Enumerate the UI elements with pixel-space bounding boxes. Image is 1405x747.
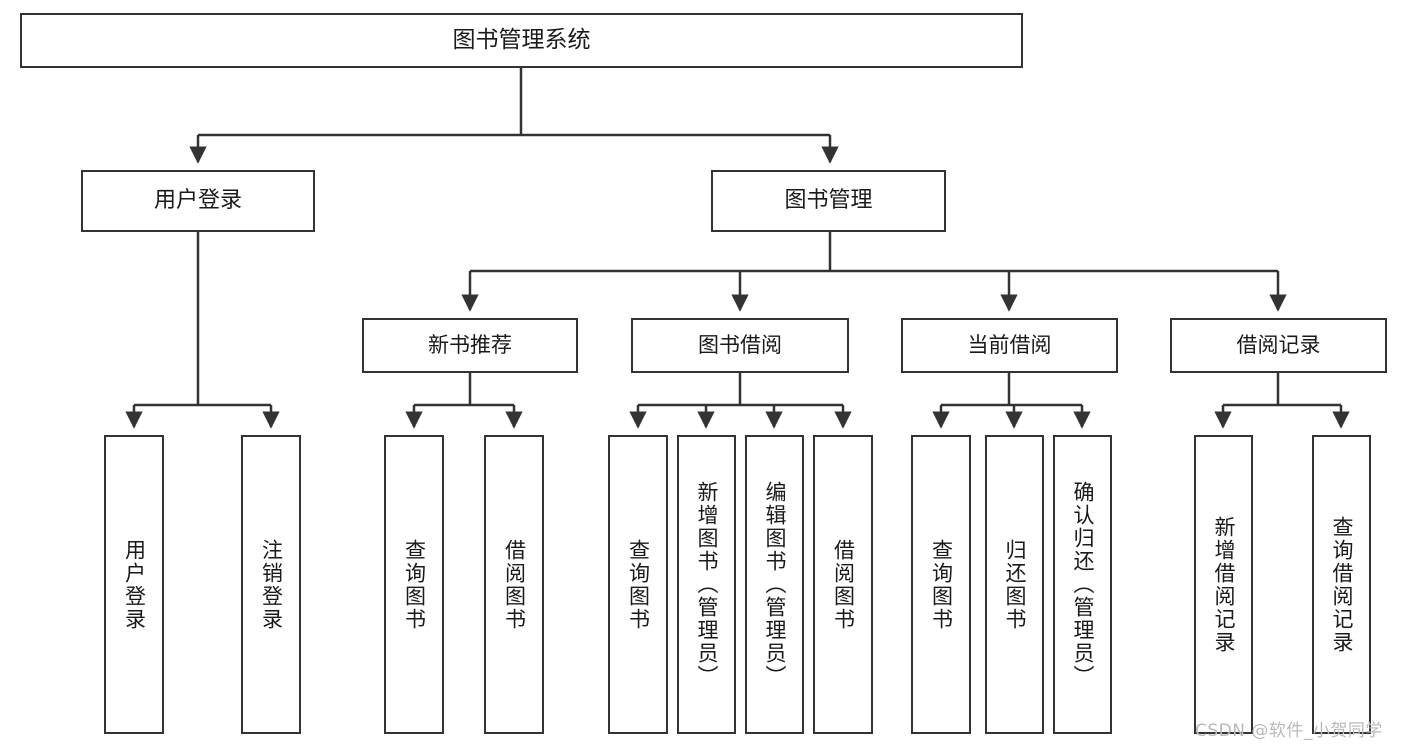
node-new-book-recommend[interactable]: 新书推荐 [362, 318, 578, 373]
node-leaf-query-book-recommend-label: 查询图书 [402, 538, 427, 631]
node-leaf-borrow-book-recommend-label: 借阅图书 [502, 538, 527, 631]
node-book-management[interactable]: 图书管理 [711, 170, 946, 232]
node-leaf-add-book-label: 新增图书（管理员） [695, 481, 719, 688]
node-book-management-label: 图书管理 [784, 187, 873, 213]
node-leaf-user-logout-label: 注销登录 [259, 538, 284, 631]
node-leaf-query-borrow-record[interactable]: 查询借阅记录 [1312, 435, 1371, 734]
node-borrow-records[interactable]: 借阅记录 [1170, 318, 1387, 373]
node-root[interactable]: 图书管理系统 [20, 13, 1023, 68]
node-leaf-query-book-borrow-label: 查询图书 [626, 538, 651, 631]
node-leaf-confirm-return[interactable]: 确认归还（管理员） [1053, 435, 1112, 734]
node-user-login[interactable]: 用户登录 [81, 170, 315, 232]
node-user-login-label: 用户登录 [153, 187, 242, 213]
node-book-borrow[interactable]: 图书借阅 [631, 318, 849, 373]
node-new-book-recommend-label: 新书推荐 [428, 332, 512, 357]
node-current-borrow[interactable]: 当前借阅 [901, 318, 1118, 373]
node-leaf-borrow-book[interactable]: 借阅图书 [813, 435, 873, 734]
node-leaf-user-login-label: 用户登录 [122, 538, 147, 631]
node-current-borrow-label: 当前借阅 [967, 332, 1052, 357]
node-leaf-query-book-borrow[interactable]: 查询图书 [608, 435, 668, 734]
node-leaf-query-book-recommend[interactable]: 查询图书 [384, 435, 444, 734]
node-leaf-confirm-return-label: 确认归还（管理员） [1071, 481, 1095, 688]
csdn-watermark: CSDN @软件_小贺同学 [1195, 721, 1383, 741]
node-leaf-query-book-current[interactable]: 查询图书 [911, 435, 971, 734]
node-leaf-return-book[interactable]: 归还图书 [985, 435, 1044, 734]
node-leaf-edit-book[interactable]: 编辑图书（管理员） [745, 435, 804, 734]
node-leaf-add-borrow-record[interactable]: 新增借阅记录 [1194, 435, 1253, 734]
node-book-borrow-label: 图书借阅 [698, 332, 782, 357]
node-leaf-borrow-book-label: 借阅图书 [831, 538, 856, 631]
node-leaf-borrow-book-recommend[interactable]: 借阅图书 [484, 435, 544, 734]
node-borrow-records-label: 借阅记录 [1236, 332, 1321, 357]
node-leaf-query-borrow-record-label: 查询借阅记录 [1330, 515, 1354, 654]
node-leaf-return-book-label: 归还图书 [1003, 538, 1027, 631]
node-leaf-user-logout[interactable]: 注销登录 [241, 435, 301, 734]
node-leaf-user-login[interactable]: 用户登录 [104, 435, 164, 734]
node-leaf-query-book-current-label: 查询图书 [929, 538, 954, 631]
node-leaf-add-book[interactable]: 新增图书（管理员） [677, 435, 736, 734]
node-leaf-add-borrow-record-label: 新增借阅记录 [1212, 515, 1236, 654]
node-root-label: 图书管理系统 [452, 27, 591, 54]
node-leaf-edit-book-label: 编辑图书（管理员） [763, 481, 787, 688]
